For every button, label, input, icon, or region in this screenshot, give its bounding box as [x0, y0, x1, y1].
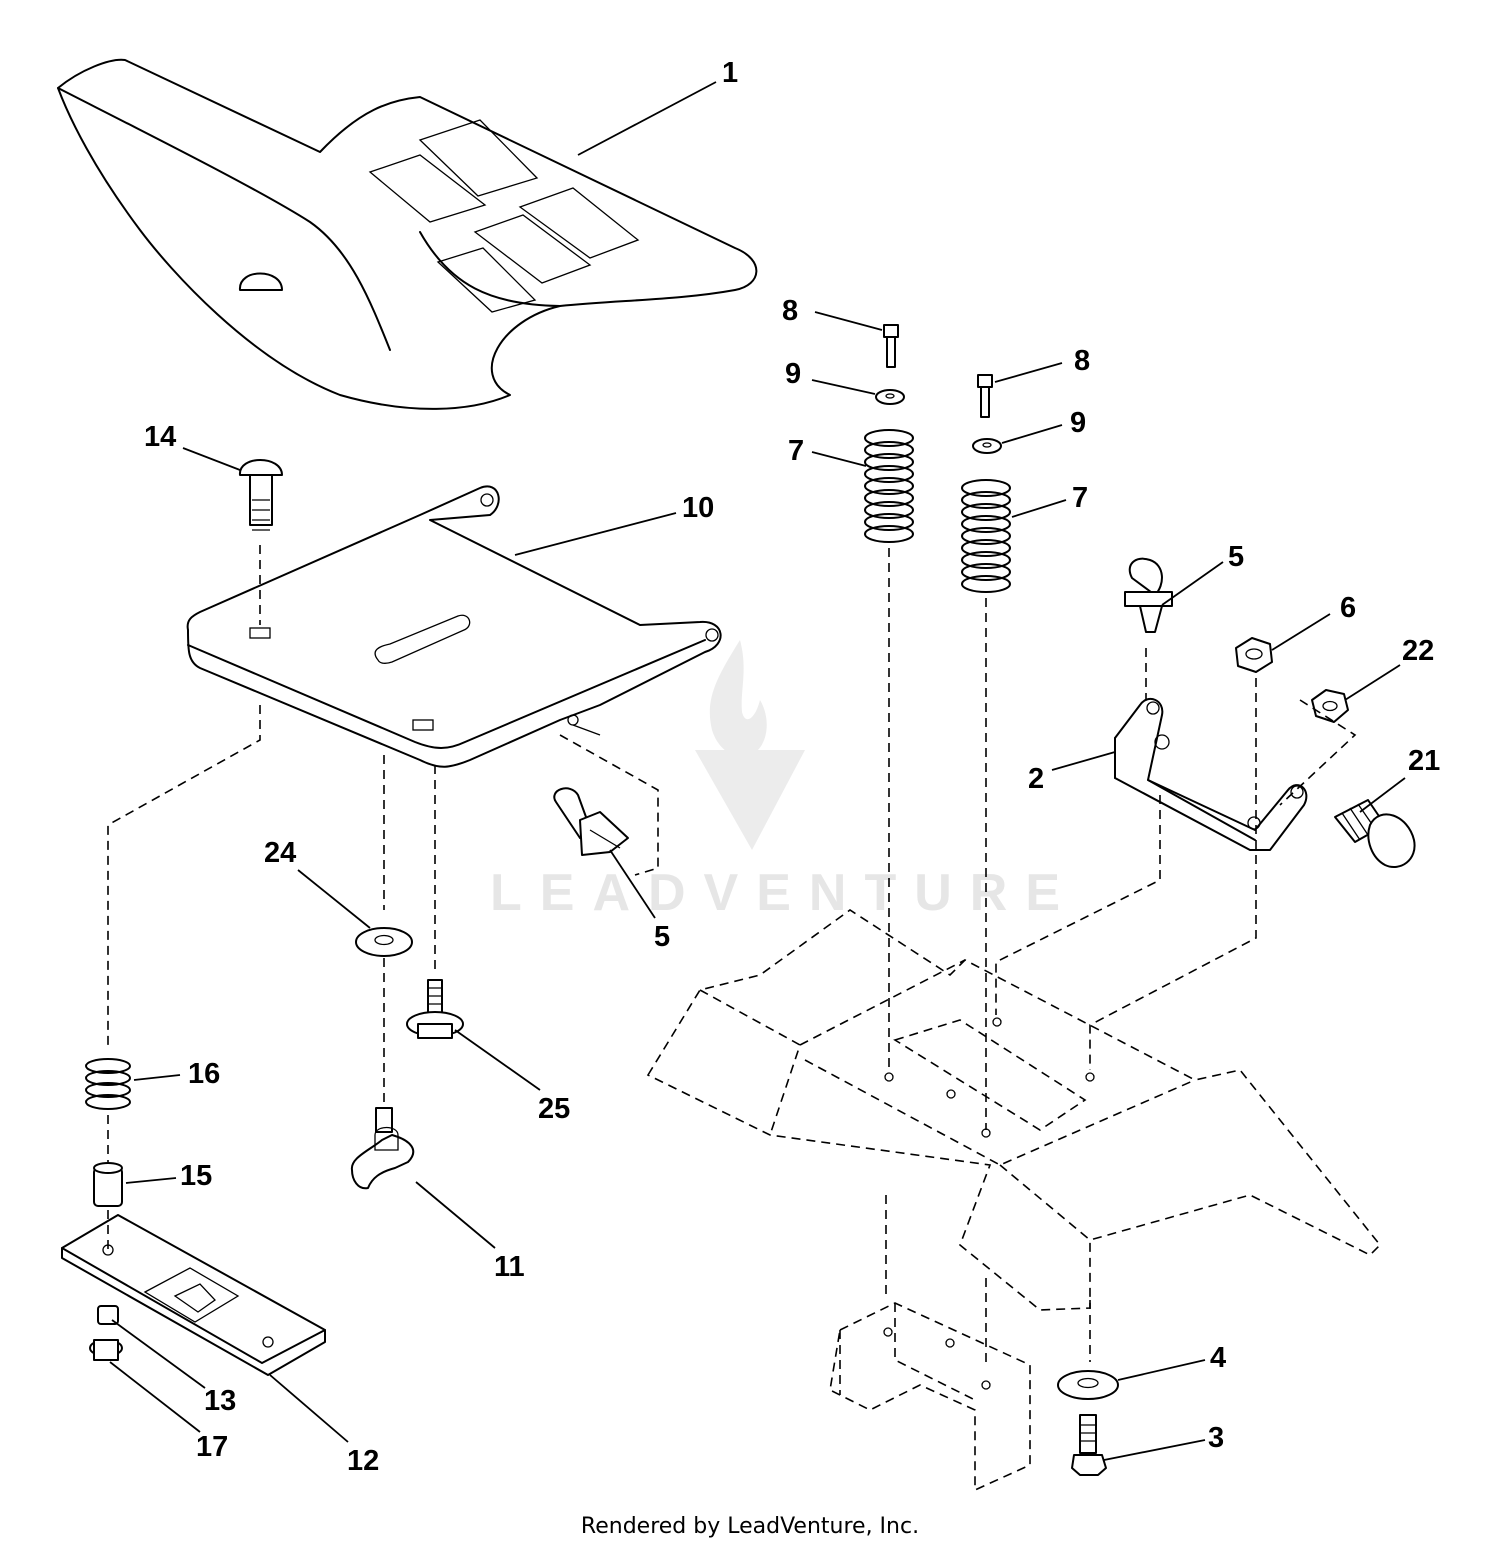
part-14-carriage-bolt: 14 [144, 272, 283, 625]
callout-12: 12 [347, 1445, 379, 1477]
callout-8-left: 8 [782, 295, 798, 327]
watermark-flame-icon [709, 640, 767, 757]
part-11-knob: 11 [350, 1107, 525, 1283]
callout-11: 11 [494, 1251, 525, 1283]
part-9-washer-left: 9 [785, 358, 905, 405]
part-8-bolt-right: 8 [977, 345, 1090, 418]
callout-21: 21 [1408, 745, 1440, 777]
callout-1: 1 [722, 57, 738, 89]
callout-7-left: 7 [788, 435, 804, 467]
callout-22: 22 [1402, 635, 1434, 667]
callout-24: 24 [264, 837, 296, 869]
callout-13: 13 [204, 1385, 236, 1417]
part-1-seat: 1 [57, 57, 758, 410]
part-24-washer: 24 [264, 837, 413, 1110]
callout-10: 10 [682, 492, 714, 524]
callout-9-right: 9 [1070, 407, 1086, 439]
callout-25: 25 [538, 1093, 570, 1125]
part-9-washer-right: 9 [972, 407, 1086, 454]
callout-5-lower: 5 [654, 921, 670, 953]
callout-16: 16 [188, 1058, 220, 1090]
callout-6: 6 [1340, 592, 1356, 624]
callout-5-upper: 5 [1228, 541, 1244, 573]
part-21-shoulder-bolt: 21 [1334, 745, 1440, 868]
part-8-bolt-left: 8 [782, 295, 899, 368]
callout-7-right: 7 [1072, 482, 1088, 514]
part-12-seat-bracket: 12 [61, 1214, 379, 1477]
part-17-flange-nut: 17 [89, 1339, 228, 1463]
callout-3: 3 [1208, 1422, 1224, 1454]
callout-8-right: 8 [1074, 345, 1090, 377]
watermark-text: LEADVENTURE [490, 864, 1078, 922]
callout-4: 4 [1210, 1342, 1226, 1374]
part-7-spring-right: 7 [961, 479, 1088, 1130]
part-16-spring: 16 [85, 1058, 220, 1162]
part-3-bolt: 3 [1071, 1414, 1224, 1476]
leadventure-watermark: LEADVENTURE [490, 640, 1078, 922]
part-13-bolt: 13 [97, 1305, 236, 1417]
part-15-spacer: 15 [93, 1160, 212, 1250]
part-7-spring-left: 7 [788, 429, 914, 1070]
part-6-locknut: 6 [1235, 592, 1356, 790]
callout-9-left: 9 [785, 358, 801, 390]
part-10-seat-pan: 10 [107, 485, 722, 1050]
tractor-frame-outline [646, 795, 1382, 1492]
part-25-shoulder-bolt: 25 [406, 979, 570, 1125]
part-4-washer: 4 [1057, 1342, 1226, 1400]
part-5-clip-lower: 5 [553, 787, 670, 953]
callout-15: 15 [180, 1160, 212, 1192]
callout-14: 14 [144, 421, 176, 453]
part-5-clip-upper: 5 [1124, 541, 1244, 700]
render-credit: Rendered by LeadVenture, Inc. [580, 1514, 920, 1539]
part-2-bracket: 2 [1028, 697, 1308, 851]
callout-2: 2 [1028, 763, 1044, 795]
part-22-nut: 22 [1279, 635, 1434, 806]
callout-17: 17 [196, 1431, 228, 1463]
watermark-v-icon [695, 750, 805, 850]
